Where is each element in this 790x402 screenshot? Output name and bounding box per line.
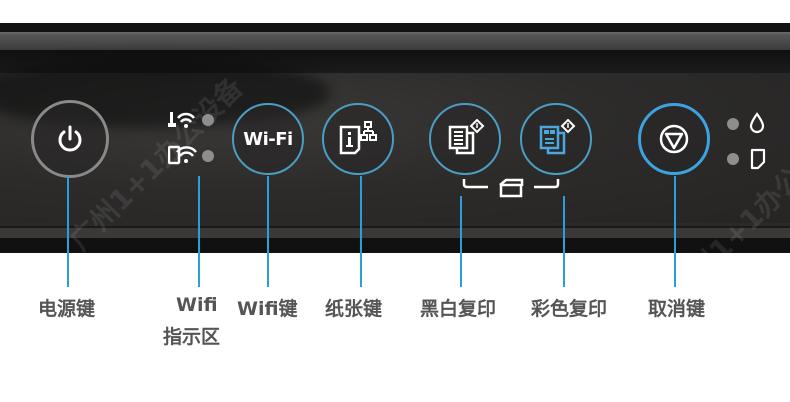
wifi-led	[202, 114, 214, 126]
wifi-key-leader-line	[267, 176, 269, 287]
bw-copy-leader-line	[460, 196, 462, 287]
panel-bottom	[0, 238, 790, 253]
panel-ledge	[0, 226, 790, 238]
ink-led	[727, 118, 739, 130]
stop-icon	[658, 123, 690, 155]
wifi-direct-led	[202, 150, 214, 162]
wifi-key-label: Wifi键	[237, 298, 298, 320]
cancel-leader-line	[674, 176, 676, 287]
wifi-area-label-line1: Wifi	[176, 294, 218, 316]
color-copy-label: 彩色复印	[531, 298, 608, 320]
paper-key-leader-line	[360, 176, 362, 287]
cancel-button[interactable]	[638, 103, 710, 175]
color-copy-button[interactable]	[520, 103, 592, 175]
panel-top-strip	[0, 32, 790, 50]
color-copy-icon	[535, 119, 577, 159]
cancel-key-label: 取消键	[648, 298, 706, 320]
wifi-direct-icon	[168, 144, 198, 166]
color-copy-leader-line	[563, 196, 565, 287]
bw-copy-label: 黑白复印	[420, 298, 497, 320]
bw-copy-icon	[444, 119, 486, 159]
panel-top-edge	[0, 23, 790, 32]
power-leader-line	[67, 176, 69, 287]
wifi-area-label-line2: 指示区	[163, 326, 221, 348]
bw-copy-button[interactable]	[429, 103, 501, 175]
paper-led	[727, 153, 739, 165]
wifi-station-icon	[168, 108, 196, 132]
power-button[interactable]	[31, 100, 109, 178]
ink-drop-icon	[749, 112, 765, 134]
power-label: 电源键	[38, 298, 96, 320]
paper-icon	[750, 148, 766, 170]
paper-key-label: 纸张键	[325, 298, 383, 320]
copy-group-bracket-icon	[462, 177, 560, 199]
wifi-area-leader-line	[198, 176, 200, 287]
wifi-button-text: Wi-Fi	[243, 128, 293, 150]
paper-button[interactable]	[322, 103, 394, 175]
wifi-button[interactable]: Wi-Fi	[232, 103, 304, 175]
power-icon	[56, 125, 84, 153]
printer-control-panel: 广州1+1办公设备 广州1+1办公设备 Wi-Fi	[0, 23, 790, 253]
info-network-icon	[337, 119, 379, 159]
